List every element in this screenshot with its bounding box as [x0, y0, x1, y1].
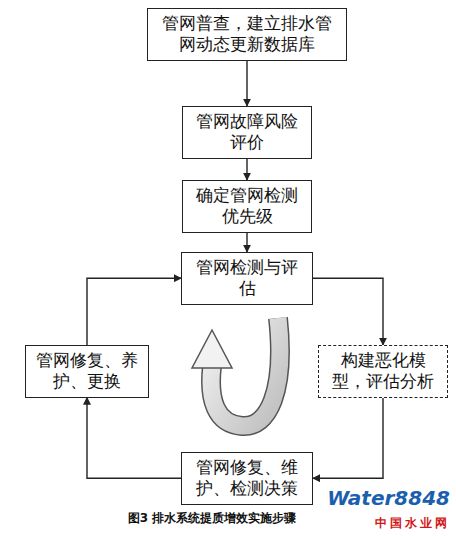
- process-box: 管网普查，建立排水管网动态更新数据库: [147, 8, 347, 61]
- flow-arrow: [313, 278, 383, 345]
- box-text: 管网修复、维护、检测决策: [190, 457, 304, 500]
- flow-arrow: [246, 159, 247, 181]
- flow-arrow: [246, 233, 247, 253]
- figure-caption: 图3 排水系统提质增效实施步骤: [128, 510, 297, 527]
- box-text: 管网修复、养护、更换: [34, 350, 140, 393]
- process-box: 确定管网检测优先级: [182, 180, 312, 233]
- box-text: 确定管网检测优先级: [191, 185, 303, 228]
- cycle-arrow-head: [192, 330, 232, 368]
- cycle-arrow-outline: [211, 318, 280, 426]
- cycle-arrow: [192, 318, 280, 426]
- process-box: 管网修复、养护、更换: [25, 345, 149, 398]
- box-text: 管网普查，建立排水管网动态更新数据库: [156, 13, 338, 56]
- flow-arrow: [87, 398, 181, 479]
- flow-arrow: [87, 278, 181, 345]
- box-text: 构建恶化模型，评估分析: [327, 350, 439, 393]
- process-box: 构建恶化模型，评估分析: [318, 345, 448, 398]
- cycle-arrow-body: [211, 318, 280, 426]
- flow-arrow: [246, 61, 247, 107]
- box-text: 管网检测与评估: [190, 257, 304, 300]
- box-text: 管网故障风险评价: [191, 111, 303, 154]
- process-box: 管网故障风险评价: [182, 106, 312, 159]
- flow-arrow: [313, 398, 383, 479]
- process-box: 管网检测与评估: [181, 252, 313, 305]
- process-box: 管网修复、维护、检测决策: [181, 452, 313, 505]
- watermark-text: 中国水业网: [375, 515, 450, 532]
- watermark-logo: Water8848: [327, 486, 450, 510]
- edge-group: [87, 61, 383, 479]
